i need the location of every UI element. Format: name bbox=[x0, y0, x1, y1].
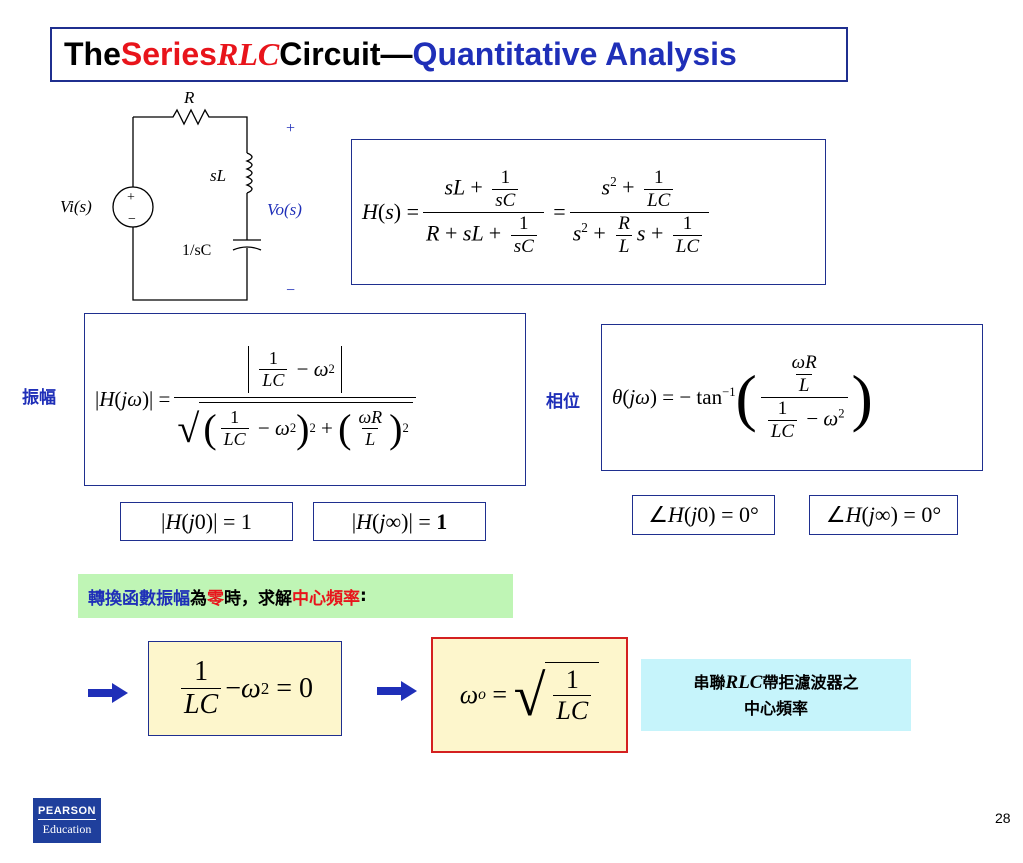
phase-at-infinity-box: ∠H(j∞) = 0° bbox=[809, 495, 958, 535]
resistor-label: R bbox=[183, 88, 195, 107]
inductor-coil bbox=[245, 152, 253, 194]
series-rlc-circuit-diagram: + − R sL 1/sC Vi(s) Vo(s) + − bbox=[60, 88, 302, 301]
right-arrow-icon bbox=[88, 683, 128, 703]
output-voltage-label: Vo(s) bbox=[267, 200, 302, 219]
slide-title: The Series RLC Circuit—Quantitative Anal… bbox=[50, 27, 848, 82]
instruction-banner: 轉換函數振幅為零時，求解中心頻率: bbox=[78, 574, 513, 618]
capacitor-plate-bottom bbox=[232, 246, 262, 251]
output-minus: − bbox=[286, 282, 295, 299]
center-frequency-note: 串聯RLC帶拒濾波器之 中心頻率 bbox=[641, 659, 911, 731]
source-plus: + bbox=[127, 190, 135, 205]
right-arrow-icon bbox=[377, 681, 417, 701]
output-plus: + bbox=[286, 120, 295, 137]
source-minus: − bbox=[128, 212, 136, 227]
phase-label: 相位 bbox=[546, 392, 580, 412]
inductor-label: sL bbox=[210, 166, 226, 185]
voltage-source bbox=[112, 186, 154, 228]
resistor-wire bbox=[133, 108, 248, 153]
capacitor-label: 1/sC bbox=[182, 242, 211, 259]
magnitude-at-infinity-box: |H(j∞)| = 1 bbox=[313, 502, 486, 541]
page-number: 28 bbox=[995, 810, 1011, 826]
input-voltage-label: Vi(s) bbox=[60, 197, 92, 216]
magnitude-label: 振幅 bbox=[22, 388, 56, 408]
pearson-logo: PEARSON Education bbox=[33, 798, 101, 843]
